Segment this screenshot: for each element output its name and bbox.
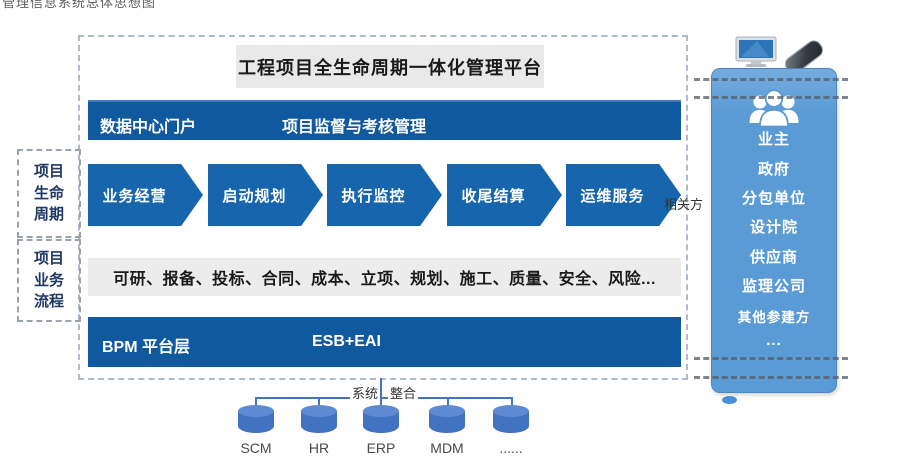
esb-eai-label: ESB+EAI: [312, 333, 381, 350]
database-cylinder-icon: [362, 404, 400, 439]
database-cylinder-icon: [492, 404, 530, 439]
database-cylinder-icon: [300, 404, 338, 439]
lifecycle-stage-label: 运维服务: [580, 187, 645, 205]
lifecycle-stage-arrow: 运维服务: [566, 164, 681, 226]
dashed-link-line: [694, 376, 848, 379]
integration-drop-line: [511, 397, 513, 407]
page-caption: 管理信息系统总体思想图: [2, 0, 157, 10]
platform-title: 工程项目全生命周期一体化管理平台: [236, 45, 544, 88]
bpm-platform-bar: BPM 平台层 ESB+EAI: [88, 317, 681, 367]
integration-trunk-line: [380, 378, 382, 398]
side-label-project-process: 项目 业务 流程: [17, 239, 81, 322]
system-name-label: MDM: [430, 440, 464, 456]
dashed-link-line: [694, 78, 848, 81]
bpm-label: BPM 平台层: [102, 339, 191, 356]
lifecycle-stage-label: 执行监控: [341, 187, 406, 205]
side-label-project-lifecycle: 项目 生命 周期: [17, 149, 81, 238]
database-cylinder-icon: [428, 404, 466, 439]
integration-drop-line: [447, 397, 449, 407]
system-name-label: ......: [499, 440, 523, 456]
system-name-label: SCM: [240, 440, 272, 456]
system-name-label: ERP: [366, 440, 396, 456]
stakeholders-panel: 业主 政府 分包单位 设计院 供应商 监理公司 其他参建方 ...: [711, 68, 837, 393]
dashed-link-line: [694, 96, 848, 99]
integration-drop-line: [380, 397, 382, 407]
stakeholder-item: 政府: [757, 161, 790, 178]
lifecycle-stage-arrow: 业务经营: [88, 164, 203, 226]
integration-bus-line: [255, 397, 513, 399]
decorative-dot: [722, 396, 737, 404]
lifecycle-stage-arrow: 收尾结算: [447, 164, 562, 226]
portal-left-label: 数据中心门户: [100, 119, 197, 136]
lifecycle-stage-label: 业务经营: [102, 187, 167, 205]
stakeholder-item: 分包单位: [741, 190, 806, 207]
stakeholder-item: ...: [766, 332, 782, 349]
lifecycle-stage-arrow: 启动规划: [208, 164, 323, 226]
dashed-link-line: [694, 357, 848, 360]
database-cylinder-icon: [237, 404, 275, 439]
integration-drop-line: [255, 397, 257, 407]
stakeholder-item: 监理公司: [741, 278, 806, 295]
business-process-row: 可研、报备、投标、合同、成本、立项、规划、施工、质量、安全、风险...: [88, 258, 681, 296]
system-integration-label-right: 整合: [388, 383, 419, 402]
portal-right-label: 项目监督与考核管理: [282, 119, 427, 136]
stakeholder-item: 其他参建方: [737, 310, 811, 325]
portal-bar: 数据中心门户 项目监督与考核管理: [88, 100, 681, 140]
stakeholders-caption: 相关方: [664, 197, 704, 212]
system-integration-label-left: 系统: [350, 383, 381, 402]
integration-drop-line: [318, 397, 320, 407]
stakeholder-item: 供应商: [749, 249, 798, 266]
lifecycle-stage-label: 启动规划: [222, 187, 287, 205]
monitor-icon: [735, 36, 779, 73]
stakeholder-item: 业主: [757, 131, 790, 148]
system-name-label: HR: [308, 440, 330, 456]
stakeholder-item: 设计院: [749, 219, 798, 236]
lifecycle-stage-arrow: 执行监控: [327, 164, 442, 226]
lifecycle-stage-label: 收尾结算: [461, 187, 526, 205]
